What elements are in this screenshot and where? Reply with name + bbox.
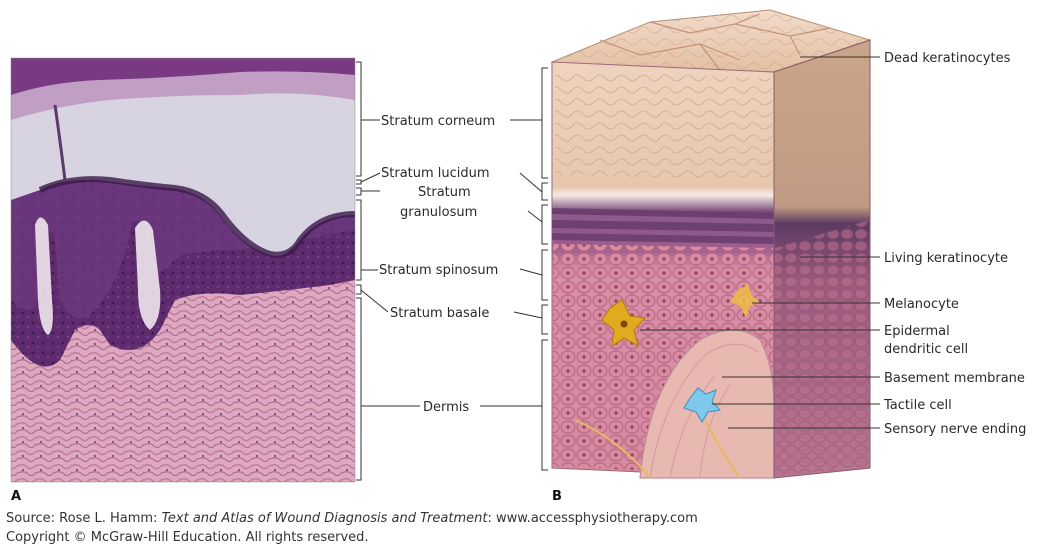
label-stratum-spinosum: Stratum spinosum [379,263,498,278]
panel-letter-b: B [552,489,562,504]
source-suffix: : www.accessphysiotherapy.com [487,511,697,526]
histology-micrograph [11,58,355,482]
label-dead-keratinocytes: Dead keratinocytes [884,51,1011,66]
histology-brackets [356,62,361,480]
label-melanocyte: Melanocyte [884,297,959,312]
illustration-brackets [542,68,548,470]
label-living-keratinocyte: Living keratinocyte [884,251,1008,266]
label-stratum-granulosum-line1: Stratum [418,185,471,200]
label-tactile-cell: Tactile cell [883,398,952,413]
copyright-notice: Copyright © McGraw-Hill Education. All r… [6,530,369,545]
label-epidermal-dendritic-cell-line2: dendritic cell [884,342,968,357]
source-book-title: Text and Atlas of Wound Diagnosis and Tr… [162,511,488,526]
label-sensory-nerve-ending: Sensory nerve ending [884,422,1026,437]
label-epidermal-dendritic-cell-line1: Epidermal [884,324,950,339]
panel-letter-a: A [11,489,21,504]
label-stratum-lucidum: Stratum lucidum [381,166,490,181]
label-stratum-basale: Stratum basale [390,306,489,321]
source-prefix: Source: Rose L. Hamm: [6,511,162,526]
skin-block-illustration [552,10,870,478]
label-stratum-corneum: Stratum corneum [381,114,495,129]
label-dermis: Dermis [423,400,469,415]
label-basement-membrane: Basement membrane [884,371,1025,386]
source-credit: Source: Rose L. Hamm: Text and Atlas of … [6,511,698,526]
label-stratum-granulosum-line2: granulosum [400,205,477,220]
